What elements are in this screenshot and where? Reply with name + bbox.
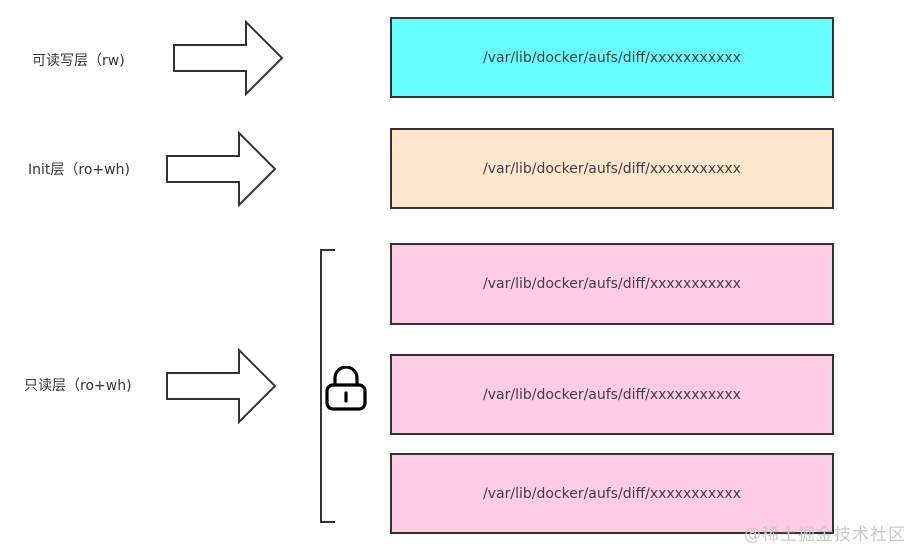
read-only-bracket (320, 249, 335, 523)
layer-path: /var/lib/docker/aufs/diff/xxxxxxxxxxx (483, 276, 741, 292)
layer-box-init: /var/lib/docker/aufs/diff/xxxxxxxxxxx (390, 128, 834, 209)
label-read-write-layer: 可读写层（rw) (32, 53, 125, 69)
label-init-layer: Init层（ro+wh) (28, 162, 130, 178)
watermark: @稀土掘金技术社区 (744, 525, 906, 545)
right-arrow-icon (173, 20, 284, 96)
layer-box-read-only: /var/lib/docker/aufs/diff/xxxxxxxxxxx (390, 354, 834, 435)
layer-box-read-only: /var/lib/docker/aufs/diff/xxxxxxxxxxx (390, 243, 834, 325)
layer-path: /var/lib/docker/aufs/diff/xxxxxxxxxxx (483, 485, 741, 502)
label-read-only-layer: 只读层（ro+wh) (24, 378, 132, 394)
right-arrow-icon (166, 348, 277, 424)
layer-path: /var/lib/docker/aufs/diff/xxxxxxxxxxx (483, 160, 741, 177)
layer-path: /var/lib/docker/aufs/diff/xxxxxxxxxxx (483, 49, 741, 66)
right-arrow-icon (166, 131, 277, 207)
layer-path: /var/lib/docker/aufs/diff/xxxxxxxxxxx (483, 386, 741, 403)
layer-box-read-only: /var/lib/docker/aufs/diff/xxxxxxxxxxx (390, 453, 834, 534)
layer-box-read-write: /var/lib/docker/aufs/diff/xxxxxxxxxxx (390, 17, 834, 98)
lock-icon (325, 366, 367, 411)
